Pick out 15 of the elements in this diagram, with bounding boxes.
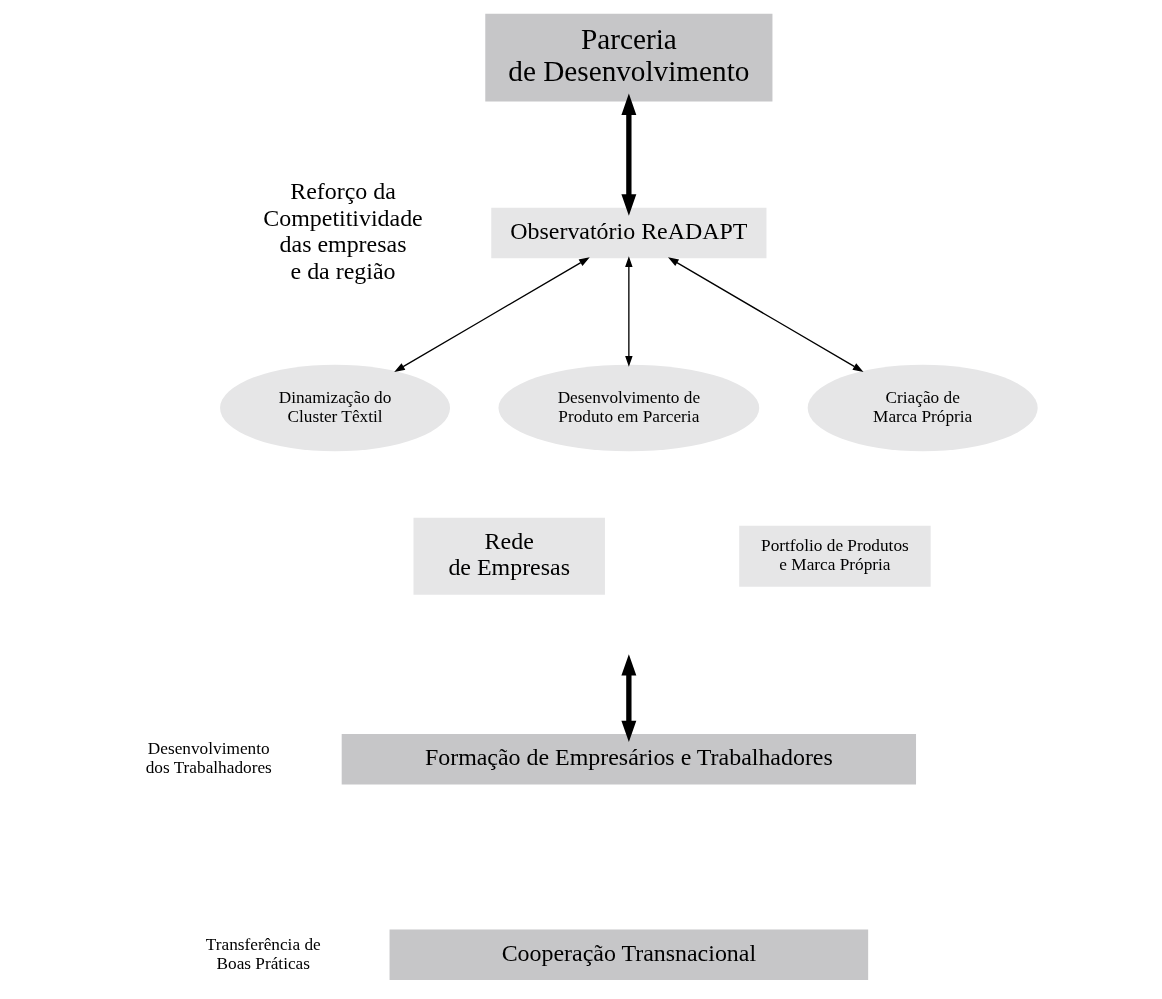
node-ellipse: Desenvolvimento de Produto em Parceria [498, 364, 760, 452]
label: Reforço da Competitividade das empresas e da região [263, 178, 423, 284]
node-box: Formação de Empresários e Trabalhadores [341, 734, 917, 785]
arrow [394, 257, 590, 372]
node-box: Portfolio de Produtos e Marca Própria [739, 525, 931, 587]
label: Desenvolvimento dos Trabalhadores [145, 739, 272, 778]
node-box: Parceria de Desenvolvimento [485, 13, 773, 102]
node-box: Observatório ReADAPT [491, 207, 767, 259]
arrow [668, 257, 864, 372]
node-box: Rede de Empresas [413, 517, 605, 595]
node-box: Cooperação Transnacional [389, 929, 869, 980]
arrow [621, 654, 637, 742]
label: Transferência de Boas Práticas [205, 934, 321, 973]
arrow [625, 256, 633, 367]
arrow [621, 93, 637, 216]
